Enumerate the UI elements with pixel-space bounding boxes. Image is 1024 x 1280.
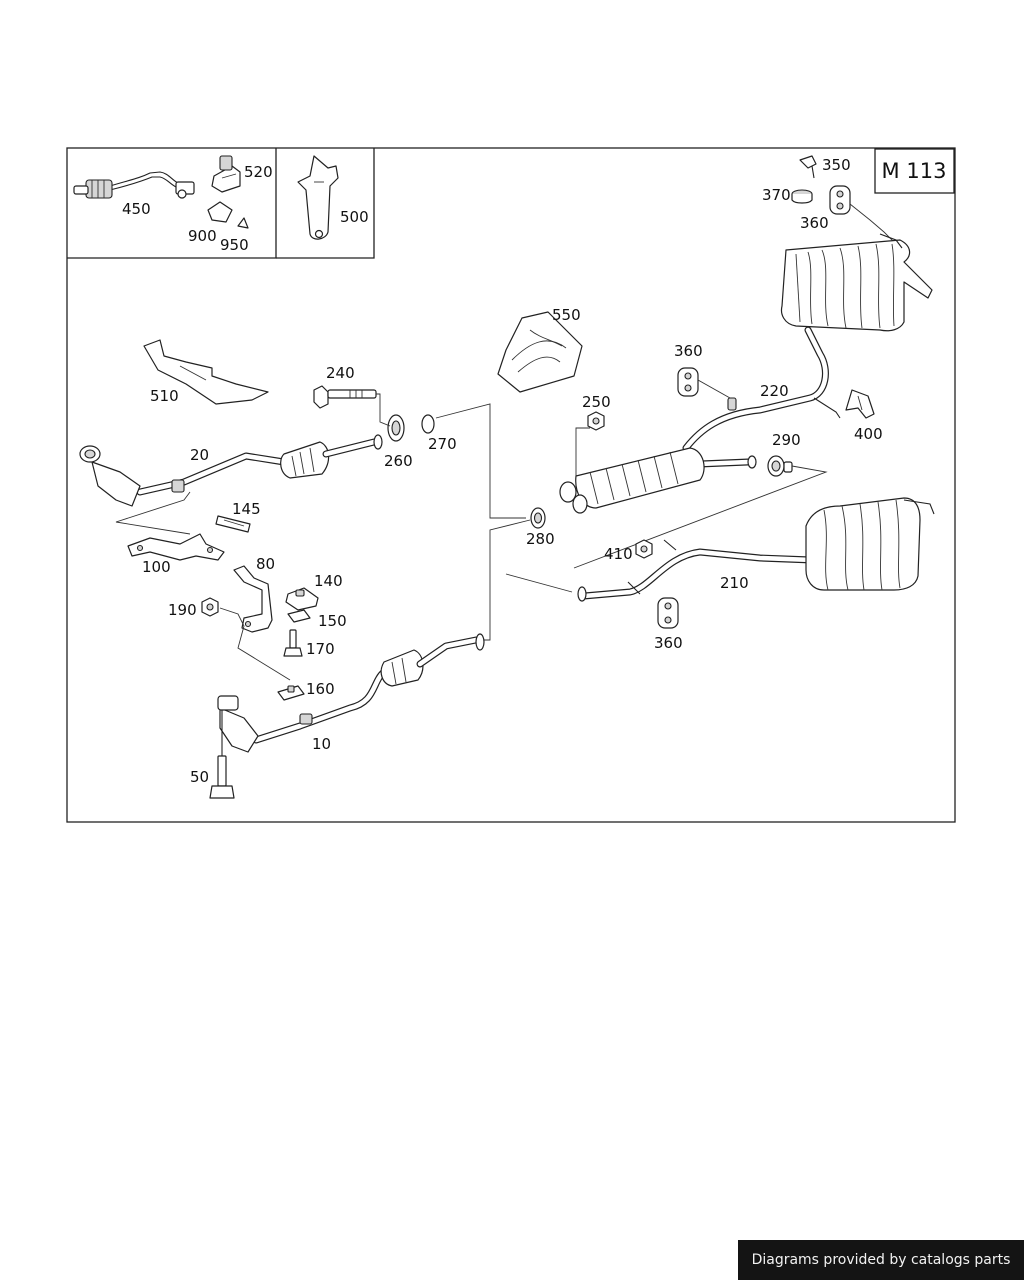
label-400: 400 [854,425,883,443]
nut-190 [201,597,219,617]
label-210: 210 [720,574,749,592]
label-360-lower: 360 [654,634,683,652]
label-170: 170 [306,640,335,658]
hanger-360-lower [657,597,679,629]
rear-pipe-210 [577,539,816,602]
diagram-frame [66,147,956,823]
label-500: 500 [340,208,369,226]
label-510: 510 [150,387,179,405]
ring-280 [530,507,546,529]
oxygen-sensor-450 [73,171,195,199]
clamp-900 [207,201,233,223]
engine-code-box [874,148,955,194]
catalog-credit-banner: Diagrams provided by catalogs parts [738,1240,1024,1280]
label-520: 520 [244,163,273,181]
label-50: 50 [190,768,209,786]
bracket-80 [233,565,273,633]
label-145: 145 [232,500,261,518]
bolt-350 [799,155,817,179]
label-250: 250 [582,393,611,411]
bracket-100 [127,533,225,561]
label-950: 950 [220,236,249,254]
label-280: 280 [526,530,555,548]
clip-950 [237,217,249,229]
rear-muffler-lower [805,497,935,591]
label-150: 150 [318,612,347,630]
label-220: 220 [760,382,789,400]
clamp-160 [277,685,305,701]
clamp-290 [767,455,793,477]
label-450: 450 [122,200,151,218]
front-pipe-10 [217,633,485,753]
gasket-260 [387,414,405,442]
heat-shield-550 [497,311,583,393]
clamp-140 [285,587,319,611]
bolt-240 [313,385,377,409]
bracket-510 [143,339,269,405]
label-10: 10 [312,735,331,753]
nut-250 [587,411,605,431]
bolt-170 [283,629,303,657]
label-240: 240 [326,364,355,382]
label-80: 80 [256,555,275,573]
inset-box-bracket [276,148,375,259]
front-pipe-20 [79,434,383,507]
clip-520 [211,155,241,193]
label-410: 410 [604,545,633,563]
label-100: 100 [142,558,171,576]
label-160: 160 [306,680,335,698]
label-290: 290 [772,431,801,449]
label-190: 190 [168,601,197,619]
ring-270 [421,414,435,434]
gasket-145 [215,515,251,533]
engine-code: M 113 [882,159,947,183]
hanger-360-mid [677,367,731,399]
label-140: 140 [314,572,343,590]
rubber-410 [635,539,653,559]
label-270: 270 [428,435,457,453]
label-900: 900 [188,227,217,245]
bolt-50 [209,710,235,799]
rear-muffler-upper [780,233,933,332]
label-360-top: 360 [800,214,829,232]
label-550: 550 [552,306,581,324]
label-370: 370 [762,186,791,204]
center-muffler [559,447,705,514]
label-350: 350 [822,156,851,174]
label-360-mid: 360 [674,342,703,360]
hanger-400 [845,389,875,419]
clip-150 [287,609,311,623]
bracket-500 [297,155,339,240]
label-260: 260 [384,452,413,470]
rubber-370 [791,189,813,204]
label-20: 20 [190,446,209,464]
hanger-360-top [829,185,851,215]
intermediate-pipe-220 [682,326,841,469]
